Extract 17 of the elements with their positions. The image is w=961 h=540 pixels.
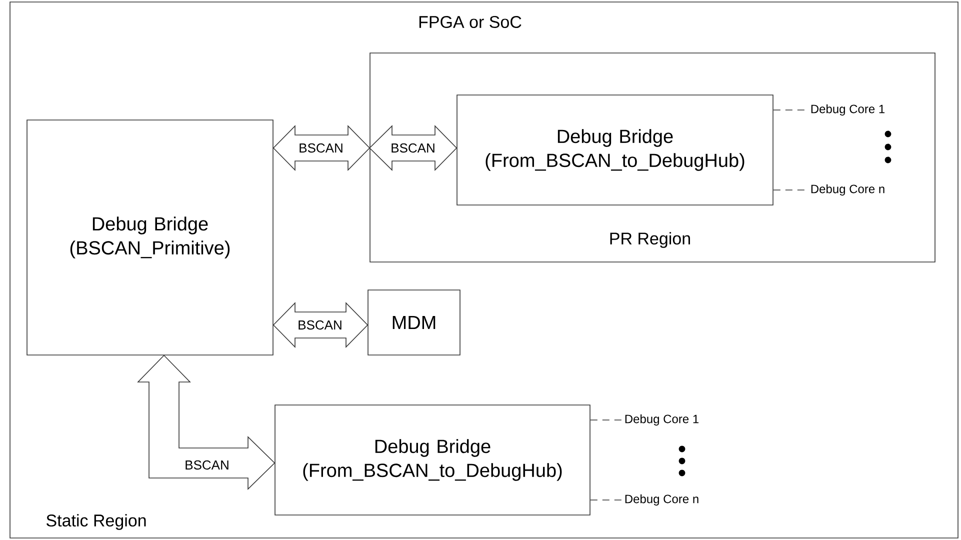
edge-label: BSCAN [298,142,344,154]
edge-label: BSCAN [184,459,230,471]
region-box [370,52,936,262]
port-label: Debug Core 1 [625,414,698,426]
block-box: Debug Bridge (From_BSCAN_to_DebugHub) [456,94,774,206]
port-label: Debug Core n [811,184,884,196]
region-label: PR Region [610,232,690,248]
block-box: MDM [368,290,460,356]
edge-label: BSCAN [390,142,436,154]
block-box: Debug Bridge (From_BSCAN_to_DebugHub) [274,404,590,516]
frame [10,2,958,538]
block-box: Debug Bridge (BSCAN_Primitive) [26,120,274,356]
port-label: Debug Core n [625,494,698,506]
edge-label: BSCAN [296,319,344,331]
port-label: Debug Core 1 [811,104,884,116]
region-label: FPGA or SoC [419,16,522,28]
region-label: Static Region [46,514,146,530]
